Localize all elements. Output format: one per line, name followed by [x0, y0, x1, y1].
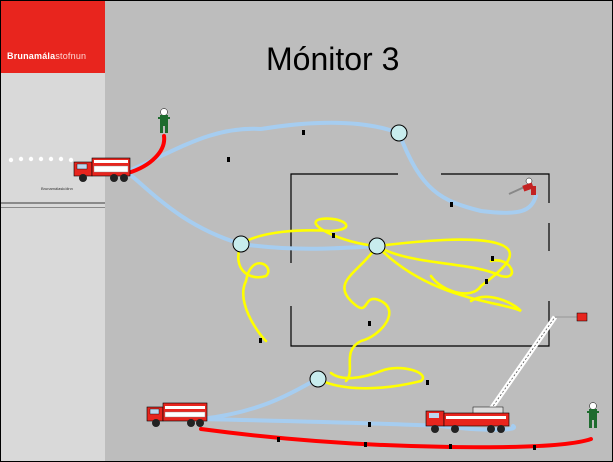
hose-coupling — [368, 422, 371, 427]
slide-title: Mónitor 3 — [266, 41, 400, 77]
yellow-hose — [375, 244, 522, 313]
hose-coupling — [364, 442, 367, 447]
hose-coupling — [368, 321, 371, 326]
hose-divider-junction — [390, 124, 408, 142]
ladder-truck-icon — [425, 312, 588, 433]
blue-hose — [397, 131, 538, 215]
blue-hose — [199, 377, 320, 421]
panel-divider — [1, 207, 105, 208]
hose-coupling — [227, 157, 230, 162]
hose-coupling — [332, 233, 335, 238]
yellow-hose — [375, 244, 514, 278]
brand-logo-text: Brunamálastofnun — [7, 51, 87, 61]
hose-coupling — [426, 380, 429, 385]
brand-block: Brunamálastofnun — [1, 1, 105, 73]
yellow-hose — [343, 244, 391, 383]
firefighter-icon — [158, 108, 170, 133]
red-hose — [126, 134, 167, 175]
hose-coupling — [485, 279, 488, 284]
blue-hose — [126, 171, 243, 246]
red-hose — [199, 427, 593, 450]
dotted-trail — [8, 156, 74, 163]
department-caption: Brunamálaskólinn — [41, 186, 73, 191]
firefighter-icon — [508, 177, 536, 195]
hose-coupling — [259, 338, 262, 343]
hose-coupling — [449, 444, 452, 449]
yellow-hose — [316, 366, 425, 390]
hose-coupling — [491, 256, 494, 261]
yellow-hose — [375, 238, 512, 295]
blue-hose — [239, 242, 379, 251]
hose-divider-junction — [232, 235, 250, 253]
fire-truck-icon — [73, 157, 131, 182]
panel-divider — [1, 202, 105, 204]
hose-divider-junction — [309, 370, 327, 388]
yellow-hose — [239, 217, 379, 248]
hose-coupling — [302, 130, 305, 135]
yellow-hose — [237, 242, 270, 343]
blue-hose — [126, 120, 401, 173]
firefighter-icon — [587, 402, 599, 428]
hose-coupling — [450, 202, 453, 207]
building-wall — [441, 173, 550, 203]
hose-coupling — [277, 437, 280, 442]
building-wall — [290, 173, 398, 263]
hose-coupling — [533, 445, 536, 450]
fire-truck-icon — [146, 402, 208, 427]
left-panel: Brunamálastofnun Brunamálaskólinn — [1, 1, 105, 461]
hose-divider-junction — [368, 237, 386, 255]
